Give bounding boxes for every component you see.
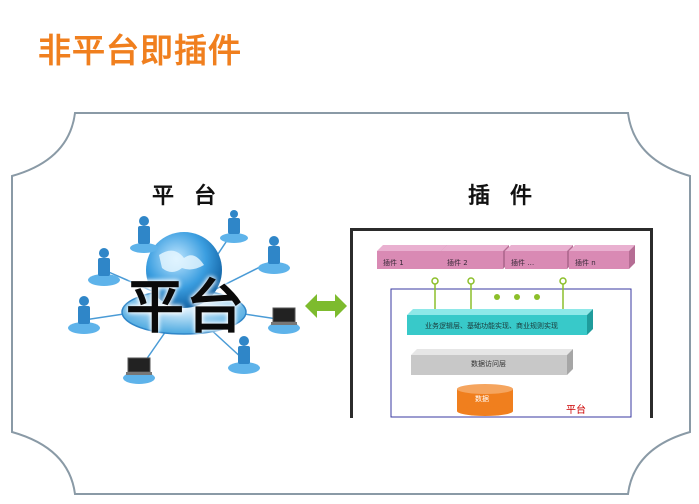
plugin-label: 插件 [468, 184, 553, 209]
plugin-n-label: 插件 n [575, 259, 596, 267]
platform-network-illustration: 平台 [64, 210, 304, 406]
plugin-architecture-diagram: 插件 1 插件 2 插件 … 插件 n 业务逻辑层、基础功能实现、商业规则实现 … [350, 228, 653, 418]
plugin-3-label: 插件 … [511, 259, 535, 267]
platform-label: 平台 [152, 184, 237, 209]
platform-tag-label: 平台 [566, 405, 586, 416]
plugin-diagram-graphic [377, 245, 635, 418]
plugin-2-label: 插件 2 [447, 259, 468, 267]
business-logic-layer-label: 业务逻辑层、基础功能实现、商业规则实现 [425, 322, 558, 330]
plugin-1-label: 插件 1 [383, 259, 404, 267]
plugin-blocks [377, 245, 635, 269]
bidirectional-arrow-icon [305, 294, 347, 318]
platform-big-text: 平台 [126, 273, 247, 341]
network-graphic [68, 210, 300, 384]
data-access-layer-label: 数据访问层 [471, 360, 506, 368]
database-label: 数据 [475, 395, 489, 403]
slide-title: 非平台即插件 [38, 31, 242, 70]
